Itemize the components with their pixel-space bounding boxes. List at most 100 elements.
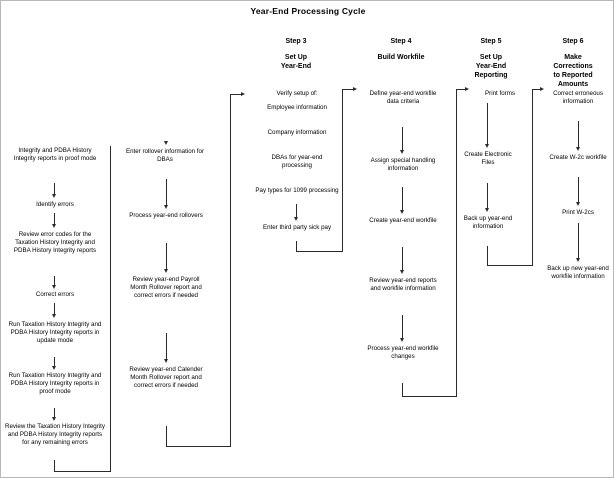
node-c5n3: Back up year-end information <box>463 215 513 231</box>
node-c6n2: Create W-2c workfile <box>549 154 607 161</box>
step5-number: Step 5 <box>480 38 502 45</box>
node-c4n3: Create year-end workfile <box>369 217 437 224</box>
connector-c2-return-across <box>166 446 230 447</box>
connector-c4n2-c4n3 <box>402 187 403 211</box>
arrowhead-right-c3n1 <box>241 92 245 96</box>
connector-c2n2-c2n3 <box>166 243 167 270</box>
step3-number: Step 3 <box>285 38 307 45</box>
arrowhead-down-c2n3 <box>164 269 168 273</box>
connector-c3n5-c3n6 <box>296 204 297 218</box>
connector-c1n4-c1n5 <box>54 303 55 315</box>
step6-title-line4: Amounts <box>557 81 589 88</box>
node-c1n1: Integrity and PDBA History Integrity rep… <box>13 147 97 163</box>
connector-c1-return-up <box>110 146 111 472</box>
arrowhead-down-c5n2 <box>485 144 489 148</box>
node-c4n2: Assign special handling information <box>370 157 436 173</box>
node-c1n2: Identify errors <box>36 201 74 208</box>
step5-title-line1: Set Up <box>479 54 503 61</box>
arrowhead-down-c2n1 <box>164 141 168 145</box>
connector-c1n3-c1n4 <box>54 276 55 286</box>
arrowhead-down-c1n7 <box>52 417 56 421</box>
arrowhead-down-c1n3 <box>52 224 56 228</box>
connector-c5-return-down <box>487 246 488 266</box>
node-c1n7: Review the Taxation History Integrity an… <box>5 423 105 447</box>
step3-title-line1: Set Up <box>284 54 308 61</box>
connector-c2-to-c3 <box>230 94 242 95</box>
connector-c2n3-c2n4 <box>166 333 167 360</box>
connector-c2-return-up <box>230 94 231 447</box>
step5-title-line3: Reporting <box>474 72 508 79</box>
arrowhead-down-c3n6 <box>294 217 298 221</box>
node-c2n2: Process year-end rollovers <box>129 212 203 219</box>
connector-c5-return-up <box>532 89 533 266</box>
arrowhead-down-c6n3 <box>576 202 580 206</box>
connector-c5n1-c5n2 <box>487 103 488 145</box>
node-c6n3: Print W-2cs <box>562 209 594 216</box>
node-c3n6: Enter third party sick pay <box>262 224 332 231</box>
node-c3n4: DBAs for year-end processing <box>271 154 323 170</box>
arrowhead-down-c1n4 <box>52 285 56 289</box>
connector-c5-return-across <box>487 265 532 266</box>
step6-title-line2: Corrections <box>553 63 593 70</box>
connector-c2-return-down <box>166 426 167 447</box>
connector-c4n4-c4n5 <box>402 315 403 339</box>
column-header-step5: Step 5 Set Up Year-End Reporting <box>451 37 531 80</box>
node-c3n3: Company information <box>267 129 327 136</box>
connector-c6n3-c6n4 <box>578 223 579 259</box>
connector-c4-return-up <box>456 89 457 397</box>
connector-c6n1-c6n2 <box>578 121 579 148</box>
node-c3n5: Pay types for 1099 processing <box>255 187 339 194</box>
connector-c2n1-c2n2 <box>166 179 167 206</box>
node-c2n4: Review year-end Calender Month Rollover … <box>129 366 203 390</box>
connector-c4-return-across <box>402 396 456 397</box>
connector-c5n2-c5n3 <box>487 183 488 209</box>
connector-c4-to-c5 <box>456 89 466 90</box>
connector-c4-return-down <box>402 383 403 397</box>
arrowhead-down-c5n3 <box>485 208 489 212</box>
node-c2n1: Enter rollover information for DBAs <box>125 148 205 164</box>
step3-title-line2: Year-End <box>280 63 312 70</box>
step4-title-line1: Build Workfile <box>377 54 425 61</box>
connector-c3-return-down <box>296 241 297 252</box>
arrowhead-right-c6n1 <box>540 87 544 91</box>
node-c6n1: Correct erroneous information <box>553 90 603 106</box>
arrowhead-down-c1n2 <box>52 194 56 198</box>
arrowhead-right-c5n1 <box>465 87 469 91</box>
node-c4n4: Review year-end reports and workfile inf… <box>369 277 437 293</box>
node-c5n1: Print forms <box>485 90 515 97</box>
connector-c4n1-c4n2 <box>402 127 403 151</box>
node-c6n4: Back up new year-end workfile informatio… <box>547 265 609 281</box>
node-c5n2: Create Electronic Files <box>464 151 512 167</box>
arrowhead-right-c4n1 <box>353 87 357 91</box>
step6-title-line1: Make <box>564 54 582 61</box>
node-c1n6: Run Taxation History Integrity and PDBA … <box>8 372 102 396</box>
arrowhead-down-c4n4 <box>400 270 404 274</box>
connector-c1-return-down <box>54 460 55 472</box>
column-header-step6: Step 6 Make Corrections to Reported Amou… <box>536 37 610 89</box>
connector-c1n2-c1n3 <box>54 213 55 225</box>
node-c2n3: Review year-end Payroll Month Rollover r… <box>130 276 202 300</box>
step6-number: Step 6 <box>562 38 584 45</box>
node-c4n1: Define year-end workfile data criteria <box>369 90 437 106</box>
step5-title-line2: Year-End <box>475 63 507 70</box>
diagram-title: Year-End Processing Cycle <box>250 6 366 16</box>
node-c1n5: Run Taxation History Integrity and PDBA … <box>8 321 102 345</box>
arrowhead-down-c2n4 <box>164 359 168 363</box>
connector-c1n1-c1n2 <box>54 183 55 195</box>
step4-number: Step 4 <box>390 38 412 45</box>
node-c1n4: Correct errors <box>35 291 75 298</box>
arrowhead-down-c4n5 <box>400 338 404 342</box>
step6-title-line3: to Reported <box>553 72 593 79</box>
node-c3n1: Verify setup of: <box>276 90 318 97</box>
arrowhead-down-c6n4 <box>576 258 580 262</box>
arrowhead-down-c4n3 <box>400 210 404 214</box>
column-header-step3: Step 3 Set Up Year-End <box>251 37 341 71</box>
node-c4n5: Process year-end workfile changes <box>367 345 439 361</box>
node-c1n3: Review error codes for the Taxation Hist… <box>13 231 97 255</box>
arrowhead-down-c1n6 <box>52 366 56 370</box>
connector-c3-return-up <box>342 89 343 252</box>
arrowhead-down-c6n2 <box>576 147 580 151</box>
arrowhead-down-c1n5 <box>52 314 56 318</box>
connector-c1-return-across <box>54 471 110 472</box>
